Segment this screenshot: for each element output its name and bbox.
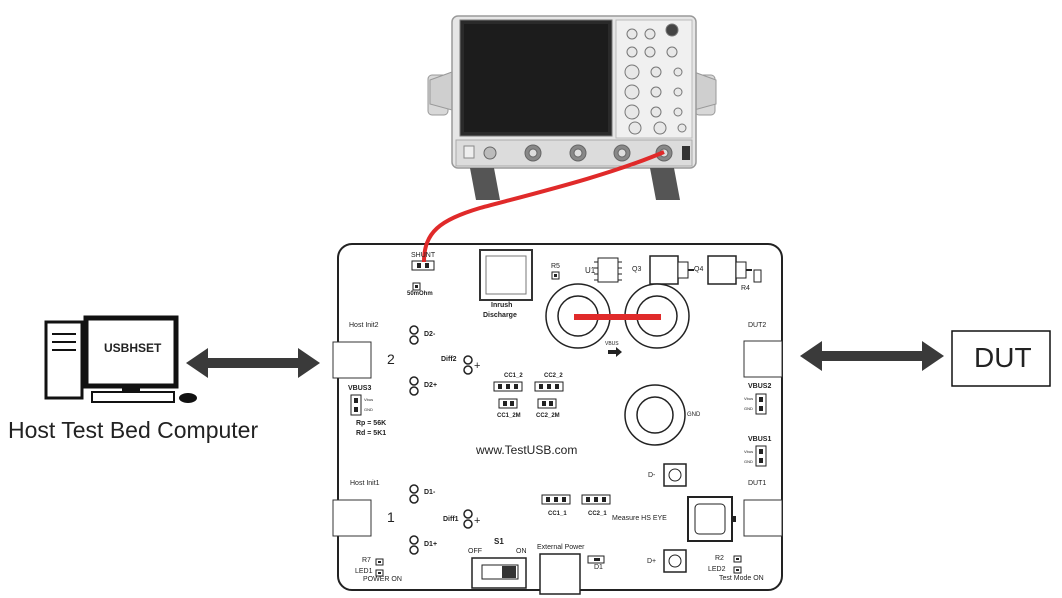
test-fixture-board [332, 243, 783, 595]
website-label: www.TestUSB.com [476, 443, 578, 457]
d2-minus-label: D2- [424, 331, 436, 338]
dut2-label: DUT2 [748, 322, 767, 329]
r5-label: R5 [551, 263, 560, 270]
off-label: OFF [468, 548, 482, 555]
rd-label: Rd = 5K1 [356, 430, 387, 437]
gnd-label: GND [687, 412, 701, 418]
vbus1-gnd: GND [744, 459, 753, 464]
external-power-label: External Power [537, 544, 585, 551]
diff1-plus: + [474, 515, 481, 527]
d-minus-label: D- [648, 472, 656, 479]
measure-label: Measure HS EYE [612, 515, 667, 522]
led2-label: LED2 [708, 566, 726, 573]
vbus3-gnd: GND [364, 407, 373, 412]
diff2-label: Diff2 [441, 356, 457, 363]
power-on-label: POWER ON [363, 576, 402, 583]
d-plus-label: D+ [647, 558, 657, 565]
d1-plus-label: D1+ [424, 541, 438, 548]
d2-plus-label: D2+ [424, 382, 438, 389]
vbus-arrow-label: VBUS [605, 341, 619, 347]
discharge-label: Discharge [483, 312, 517, 319]
vbus3-label: VBUS3 [348, 385, 372, 392]
host-init2-label: Host Init2 [349, 322, 379, 329]
vbus2-vbus: Vbus [744, 396, 754, 401]
vbus3-vbus: Vbus [364, 397, 374, 402]
cc2-2-label: CC2_2 [544, 373, 563, 379]
probe-cable [422, 150, 665, 263]
port-number-1: 1 [387, 509, 395, 525]
usbhset-label: USBHSET [104, 341, 162, 355]
shunt-value: 50mOhm [407, 291, 433, 297]
host-caption: Host Test Bed Computer [8, 417, 259, 443]
d1-label: D1 [594, 564, 603, 571]
vbus2-label: VBUS2 [748, 383, 772, 390]
dut-box [951, 330, 1051, 387]
diff2-plus: + [474, 360, 481, 372]
host-init1-label: Host Init1 [350, 480, 380, 487]
host-computer [44, 315, 197, 403]
s1-label: S1 [494, 537, 504, 546]
r7-label: R7 [362, 557, 371, 564]
diff1-label: Diff1 [443, 516, 459, 523]
q3-label: Q3 [632, 266, 642, 273]
u1-label: U1 [585, 266, 596, 275]
dut1-label: DUT1 [748, 480, 767, 487]
shunt-label: SHUNT [411, 252, 436, 259]
vbus1-label: VBUS1 [748, 436, 772, 443]
inrush-label: Inrush [491, 302, 513, 309]
r2-label: R2 [715, 555, 724, 562]
led1-label: LED1 [355, 568, 373, 575]
vbus2-gnd: GND [744, 406, 753, 411]
cc1-1-label: CC1_1 [548, 511, 567, 517]
cc1-2-label: CC1_2 [504, 373, 523, 379]
rp-label: Rp = 56K [356, 420, 387, 427]
test-mode-on-label: Test Mode ON [719, 575, 764, 582]
dut-label: DUT [974, 342, 1032, 373]
on-label: ON [516, 548, 527, 555]
port-number-2: 2 [387, 351, 395, 367]
cc1-2m-label: CC1_2M [497, 413, 521, 419]
vbus1-vbus: Vbus [744, 449, 754, 454]
double-arrow-left [186, 348, 320, 378]
d1-minus-label: D1- [424, 489, 436, 496]
cc2-2m-label: CC2_2M [536, 413, 560, 419]
r4-label: R4 [741, 285, 750, 292]
oscilloscope [427, 15, 717, 200]
double-arrow-right [800, 341, 944, 371]
cc2-1-label: CC2_1 [588, 511, 607, 517]
q4-label: Q4 [694, 266, 704, 273]
